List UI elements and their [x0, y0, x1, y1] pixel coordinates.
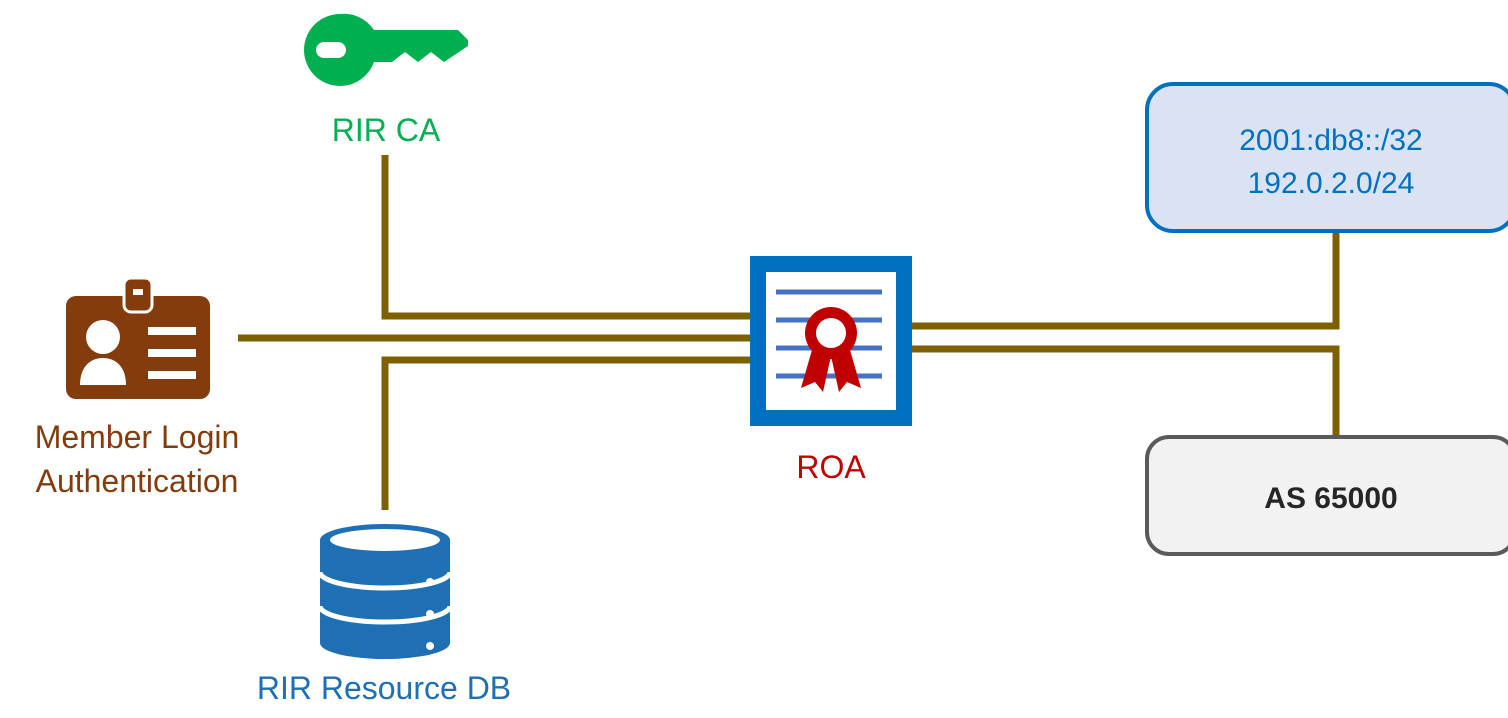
connector-rir-ca-to-roa	[381, 155, 750, 320]
member-login-label-line2: Authentication	[35, 463, 239, 499]
certificate-icon	[750, 256, 912, 426]
as-number-box: AS 65000	[1145, 435, 1508, 556]
connector-resource-db-to-roa	[381, 356, 750, 510]
member-login-label-line1: Member Login	[34, 419, 240, 455]
database-icon	[317, 524, 453, 659]
connector-roa-to-prefixes	[912, 233, 1340, 330]
ip-prefix-box: 2001:db8::/32 192.0.2.0/24	[1145, 82, 1508, 233]
ipv4-prefix: 192.0.2.0/24	[1247, 167, 1415, 200]
id-badge-icon	[66, 276, 210, 399]
connector-roa-to-asn	[912, 345, 1340, 435]
resource-db-label: RIR Resource DB	[256, 670, 512, 706]
as-number: AS 65000	[1264, 482, 1398, 515]
roa-label: ROA	[796, 449, 866, 485]
rir-ca-label: RIR CA	[331, 112, 441, 148]
connector-lines	[238, 155, 1340, 510]
key-icon	[304, 13, 468, 87]
ipv6-prefix: 2001:db8::/32	[1239, 124, 1423, 157]
